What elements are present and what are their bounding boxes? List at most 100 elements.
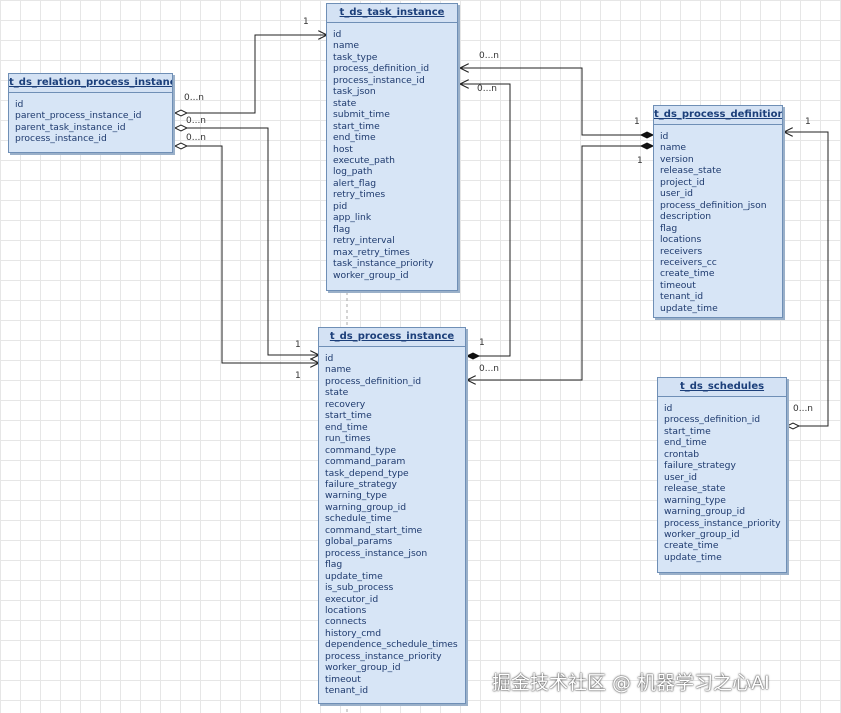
column-field: receivers_cc <box>660 256 717 268</box>
column-field: warning_type <box>664 494 726 506</box>
column-field: id <box>333 29 342 40</box>
multiplicity-label: 0...n <box>186 116 207 126</box>
column-field: end_time <box>333 132 376 144</box>
column-field: submit_time <box>333 109 390 121</box>
column-field: task_json <box>333 86 376 98</box>
column-field: process_definition_id <box>333 63 430 75</box>
column-field: schedule_time <box>325 513 392 525</box>
multiplicity-label: 1 <box>295 371 301 381</box>
column-field: app_link <box>333 212 372 224</box>
column-field: id <box>325 353 334 364</box>
column-field: release_state <box>664 483 726 495</box>
column-field: locations <box>660 234 702 246</box>
column-field: recovery <box>325 398 366 410</box>
column-field: history_cmd <box>325 627 382 639</box>
column-field: project_id <box>660 176 705 188</box>
multiplicity-label: 0...n <box>477 84 498 94</box>
rel-line-task-definition <box>460 68 641 136</box>
column-field: description <box>660 211 712 223</box>
column-field: end_time <box>664 437 707 449</box>
column-field: start_time <box>333 120 380 132</box>
column-field: warning_group_id <box>664 506 746 518</box>
column-field: command_start_time <box>325 524 423 536</box>
column-field: command_param <box>325 456 406 468</box>
filled-diamond-icon <box>639 142 655 150</box>
column-field: state <box>325 387 349 399</box>
column-field: executor_id <box>325 593 379 605</box>
column-field: name <box>660 142 687 154</box>
rel-line-relation-task <box>175 35 327 114</box>
column-field: warning_group_id <box>325 501 407 513</box>
column-field: locations <box>325 604 367 616</box>
column-field: state <box>333 97 357 109</box>
column-field: command_type <box>325 444 396 456</box>
multiplicity-label: 1 <box>637 156 643 166</box>
column-field: tenant_id <box>325 685 369 697</box>
multiplicity-label: 1 <box>479 338 485 348</box>
rel-line-relation-process <box>175 145 319 363</box>
multiplicity-label: 1 <box>295 340 301 350</box>
column-field: process_instance_id <box>333 74 425 86</box>
column-field: update_time <box>664 551 722 563</box>
column-field: flag <box>660 222 678 234</box>
column-field: run_times <box>325 433 371 445</box>
column-field: max_retry_times <box>333 246 410 258</box>
column-field: flag <box>333 223 351 235</box>
table-title: t_ds_process_instance <box>319 328 465 347</box>
column-field: process_definition_id <box>325 375 422 387</box>
column-field: process_definition_json <box>660 199 767 211</box>
column-field: create_time <box>664 540 719 552</box>
column-field: flag <box>325 559 343 571</box>
multiplicity-label: 1 <box>634 117 640 127</box>
column-field: pid <box>333 200 348 212</box>
column-field: parent_process_instance_id <box>15 110 142 122</box>
column-field: user_id <box>660 188 694 200</box>
column-field: name <box>333 40 360 52</box>
column-field: dependence_schedule_times <box>325 639 458 651</box>
table-title: t_ds_task_instance <box>327 4 457 23</box>
column-field: id <box>15 99 24 110</box>
multiplicity-label: 0...n <box>184 93 205 103</box>
column-field: timeout <box>325 673 361 685</box>
table-title: t_ds_schedules <box>658 378 786 397</box>
rel-line-schedules-definition <box>784 132 829 427</box>
column-field: warning_type <box>325 490 387 502</box>
column-field: id <box>664 403 673 414</box>
column-field: retry_times <box>333 189 386 201</box>
column-field: connects <box>325 616 367 628</box>
column-field: worker_group_id <box>664 528 740 540</box>
column-field: name <box>325 364 352 376</box>
column-field: worker_group_id <box>325 662 401 674</box>
column-field: end_time <box>325 421 368 433</box>
filled-diamond-icon <box>639 131 655 139</box>
column-field: id <box>660 131 669 142</box>
column-field: alert_flag <box>333 177 377 189</box>
multiplicity-label: 0...n <box>793 404 814 414</box>
column-field: version <box>660 153 694 165</box>
watermark: 掘金技术社区 @ 机器学习之心AI <box>492 672 770 694</box>
column-field: failure_strategy <box>325 478 397 490</box>
column-field: process_instance_id <box>15 133 107 145</box>
column-field: process_instance_json <box>325 547 428 559</box>
multiplicity-label: 1 <box>303 17 309 27</box>
table-title: t_ds_relation_process_instance <box>9 74 172 93</box>
column-field: failure_strategy <box>664 460 736 472</box>
column-field: start_time <box>325 410 372 422</box>
column-field: host <box>333 143 353 155</box>
column-field: timeout <box>660 279 696 291</box>
column-field: global_params <box>325 536 393 548</box>
open-diamond-icon <box>173 124 189 132</box>
column-field: receivers <box>660 245 703 257</box>
open-diamond-icon <box>785 422 801 430</box>
column-field: task_depend_type <box>325 467 409 479</box>
